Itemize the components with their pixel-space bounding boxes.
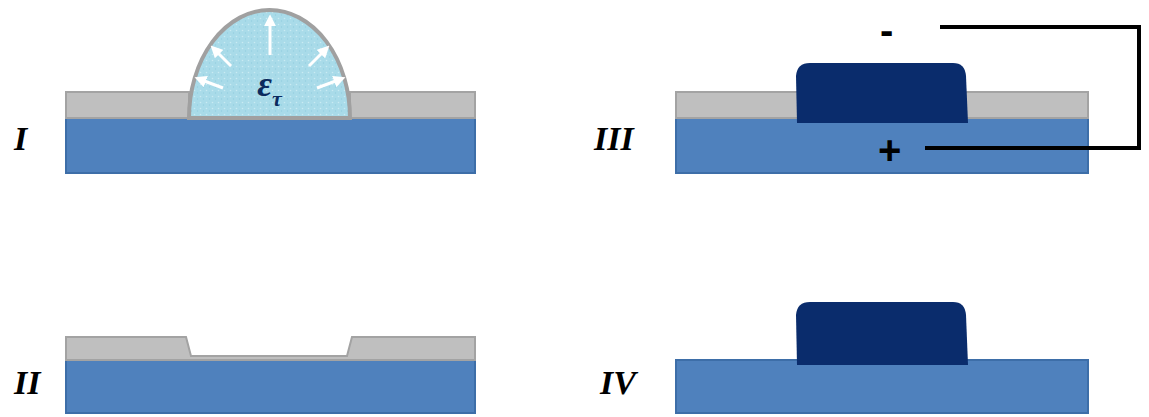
terminal-sign: + — [878, 130, 901, 170]
panel-number: II — [14, 366, 40, 400]
mask-layer — [66, 337, 475, 360]
mask-layer — [350, 92, 475, 118]
mask-layer — [962, 92, 1088, 118]
terminal-sign: - — [880, 10, 893, 50]
droplet-dome: ετ — [187, 5, 352, 120]
dome-shape — [189, 10, 350, 118]
substrate — [676, 118, 1088, 173]
substrate — [66, 360, 475, 413]
stress-arrow — [214, 49, 231, 66]
stress-arrow — [309, 49, 326, 66]
mask-layer — [676, 92, 802, 118]
strain-subscript: τ — [272, 86, 282, 112]
circuit-wire — [925, 27, 1139, 148]
node-text-group: ετ — [187, 63, 352, 105]
deposit-block — [796, 63, 968, 123]
substrate — [676, 360, 1088, 413]
substrate — [66, 118, 475, 173]
stress-arrow — [269, 19, 272, 55]
panel-number: I — [14, 122, 27, 156]
stress-arrow — [317, 79, 341, 88]
panel-number: III — [594, 122, 634, 156]
strain-symbol: ε — [257, 63, 272, 105]
panel-number: IV — [600, 366, 636, 400]
mask-layer — [66, 92, 189, 118]
stress-arrow — [199, 79, 223, 88]
deposit-block — [796, 302, 968, 365]
